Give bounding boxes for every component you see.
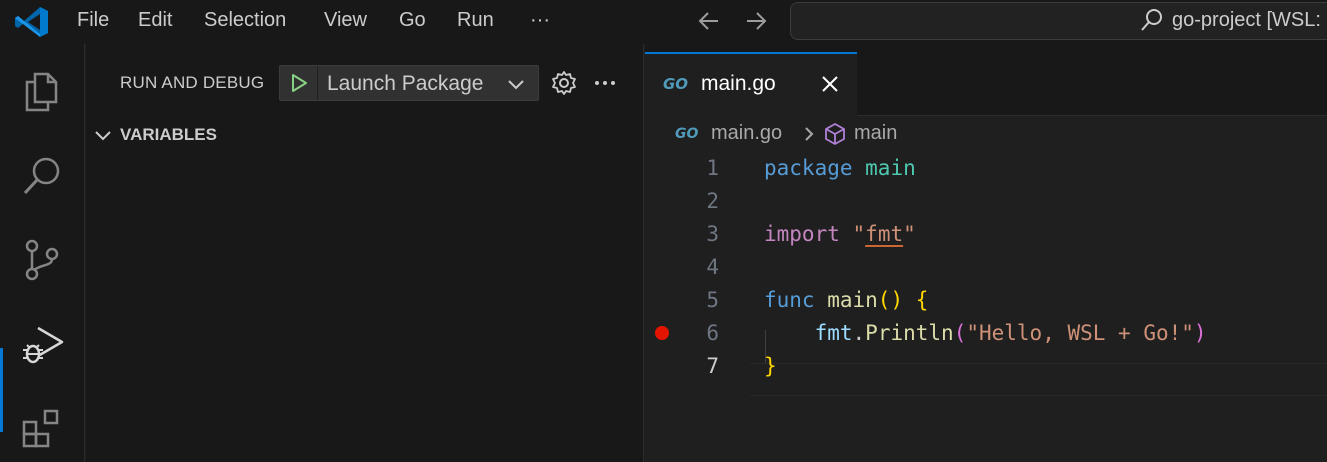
- code-text: import "fmt": [764, 218, 916, 251]
- code-line[interactable]: 4: [645, 251, 1327, 284]
- line-number: 7: [706, 354, 719, 378]
- chevron-down-icon[interactable]: [506, 74, 526, 94]
- more-actions-icon[interactable]: [592, 70, 618, 96]
- menu-edit[interactable]: Edit: [138, 9, 173, 31]
- gear-icon[interactable]: [551, 70, 577, 96]
- line-number: 3: [706, 222, 719, 246]
- code-token: ": [852, 222, 866, 246]
- menu-run[interactable]: Run: [457, 9, 494, 31]
- code-token: import: [764, 222, 853, 246]
- title-bar: File Edit Selection View Go Run ··· go-p…: [0, 0, 1327, 44]
- sidebar-title: RUN AND DEBUG: [120, 73, 265, 92]
- line-number: 5: [706, 288, 719, 312]
- code-token: main: [865, 156, 916, 180]
- forward-arrow-icon[interactable]: [743, 8, 769, 34]
- code-text: fmt.Println("Hello, WSL + Go!"): [764, 317, 1207, 350]
- go-file-icon: GO: [663, 75, 689, 93]
- search-view-icon[interactable]: [18, 152, 66, 200]
- variables-section-header[interactable]: VARIABLES: [92, 120, 217, 150]
- code-token: main: [827, 288, 878, 312]
- chevron-right-icon: [805, 127, 814, 141]
- code-token: ": [903, 222, 916, 246]
- code-token: [764, 321, 815, 345]
- active-view-indicator: [0, 348, 3, 432]
- code-line[interactable]: 2: [645, 185, 1327, 218]
- editor-group: GO main.go GO main.go main 1 package main…: [645, 44, 1327, 462]
- code-token: package: [764, 156, 866, 180]
- current-line-highlight: [750, 363, 1327, 396]
- code-token: func: [764, 288, 828, 312]
- activity-bar: [0, 44, 85, 462]
- code-token: Println: [865, 321, 954, 345]
- back-arrow-icon[interactable]: [696, 8, 722, 34]
- start-debugging-icon[interactable]: [288, 72, 310, 94]
- menu-view[interactable]: View: [324, 9, 367, 31]
- code-token: () {: [877, 288, 929, 312]
- launch-config-label[interactable]: Launch Package: [327, 72, 484, 95]
- launch-config-selector[interactable]: Launch Package: [279, 65, 539, 101]
- code-text: package main: [764, 152, 916, 185]
- run-and-debug-sidebar: RUN AND DEBUG Launch Package VARIABLES: [86, 44, 644, 462]
- extensions-icon[interactable]: [18, 404, 66, 452]
- breadcrumb: GO main.go main: [645, 116, 1327, 152]
- run-and-debug-icon[interactable]: [18, 320, 66, 368]
- line-number: 6: [706, 321, 719, 345]
- launch-divider: [317, 66, 318, 100]
- code-line[interactable]: 3 import "fmt": [645, 218, 1327, 251]
- vscode-logo-icon[interactable]: [14, 5, 50, 39]
- code-line[interactable]: 1 package main: [645, 152, 1327, 185]
- breadcrumb-file[interactable]: main.go: [711, 122, 783, 144]
- breadcrumb-symbol[interactable]: main: [854, 122, 898, 144]
- code-token: fmt: [865, 222, 904, 246]
- code-line[interactable]: 5 func main() {: [645, 284, 1327, 317]
- code-token: }: [764, 354, 777, 378]
- menu-go[interactable]: Go: [399, 9, 426, 31]
- code-token: ): [1193, 321, 1207, 345]
- code-line[interactable]: 7}: [645, 350, 1327, 383]
- command-center-text: go-project [WSL:: [1172, 9, 1321, 31]
- command-center[interactable]: [790, 2, 1327, 40]
- menu-file[interactable]: File: [77, 9, 110, 31]
- menu-more[interactable]: ···: [530, 9, 550, 31]
- tab-main-go[interactable]: GO main.go: [645, 52, 857, 116]
- search-icon: [1141, 9, 1162, 31]
- go-file-icon: GO: [675, 126, 699, 142]
- code-token: .: [852, 321, 866, 345]
- variables-label: VARIABLES: [120, 125, 217, 144]
- menu-selection[interactable]: Selection: [204, 9, 287, 31]
- chevron-down-icon: [95, 131, 111, 141]
- breakpoint-icon[interactable]: [655, 326, 669, 340]
- tab-bar: GO main.go: [645, 44, 1327, 116]
- code-token: fmt: [814, 321, 853, 345]
- explorer-icon[interactable]: [18, 68, 66, 116]
- line-number: 2: [706, 189, 719, 213]
- line-number: 4: [706, 255, 719, 279]
- code-text: }: [764, 350, 777, 383]
- code-line[interactable]: 6 fmt.Println("Hello, WSL + Go!"): [645, 317, 1327, 350]
- line-number: 1: [706, 156, 719, 180]
- indent-guide: [765, 330, 766, 363]
- code-token: (: [953, 321, 967, 345]
- tab-label: main.go: [701, 72, 776, 95]
- code-token: "Hello, WSL + Go!": [966, 321, 1194, 345]
- source-control-icon[interactable]: [18, 236, 66, 284]
- package-symbol-icon: [825, 123, 845, 145]
- close-icon[interactable]: [819, 73, 841, 95]
- code-text: func main() {: [764, 284, 928, 317]
